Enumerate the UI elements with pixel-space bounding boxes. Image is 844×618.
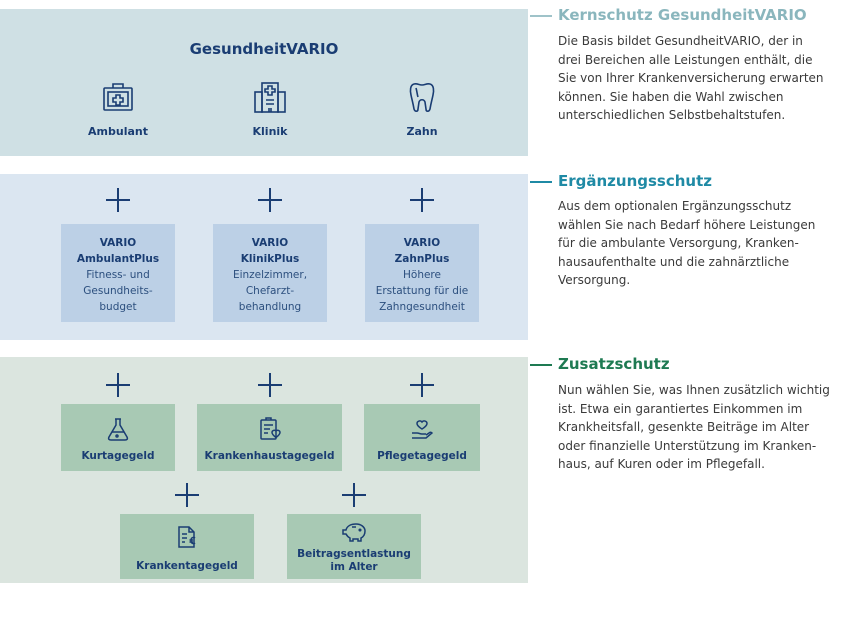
tooth-icon	[409, 82, 435, 113]
document-euro-icon	[178, 526, 196, 548]
description-line: Aus dem optionalen Ergänzungsschutz	[558, 199, 792, 213]
plus-icon	[106, 373, 130, 397]
card-pflegetagegeld: Pflegetagegeld	[364, 404, 480, 471]
description-line: für die ambulante Versorgung, Kranken-	[558, 236, 799, 250]
description-line: oder finanzielle Unterstützung im Kranke…	[558, 438, 817, 453]
description-line: Die Basis bildet GesundheitVARIO, der in	[558, 34, 803, 48]
card-label: im Alter	[330, 561, 378, 573]
card-beitragsentlastung: Beitragsentlastung im Alter	[287, 514, 421, 579]
description-line: Versorgung.	[558, 273, 631, 287]
kernschutz-title: Kernschutz GesundheitVARIO	[558, 6, 807, 24]
card-label: Kurtagegeld	[81, 450, 155, 462]
plus-icon	[342, 483, 366, 507]
card-desc: budget	[99, 301, 137, 313]
description-line: Sie von Ihrer Krankenversicherung erwart…	[558, 71, 824, 85]
plus-icon	[410, 373, 434, 397]
card-vario-ambulantplus: VARIO AmbulantPlus Fitness- und Gesundhe…	[61, 224, 175, 322]
plus-icon	[258, 188, 282, 212]
flask-icon	[107, 418, 129, 441]
hand-heart-icon	[412, 420, 434, 439]
card-desc: Gesundheits-	[83, 285, 153, 297]
kernschutz-box-title: GesundheitVARIO	[189, 40, 339, 58]
ergaenzungsschutz-connector	[530, 181, 552, 183]
description-line: wählen Sie nach Bedarf höhere Leistungen	[558, 217, 816, 232]
zusatzschutz-description: Nun wählen Sie, was Ihnen zusätzlich wic…	[558, 381, 844, 474]
description-line: drei Bereichen alle Leistungen enthält, …	[558, 52, 813, 67]
medical-kit-icon	[103, 83, 133, 111]
kernschutz-connector	[530, 15, 552, 17]
card-kurtagegeld: Kurtagegeld	[61, 404, 175, 471]
card-krankentagegeld: Krankentagegeld	[120, 514, 254, 579]
card-line: VARIO	[251, 237, 289, 249]
card-desc: Zahngesundheit	[379, 301, 465, 313]
plus-icon	[106, 188, 130, 212]
card-line: VARIO	[403, 237, 441, 249]
card-krankenhaustagegeld: Krankenhaustagegeld	[197, 404, 342, 471]
card-label: Krankentagegeld	[136, 560, 238, 572]
description-line: unterschiedlichen Selbstbehaltstufen.	[558, 108, 786, 122]
hospital-icon	[254, 82, 286, 113]
card-desc: Höhere	[403, 269, 441, 281]
card-line: KlinikPlus	[240, 253, 300, 265]
card-line: VARIO	[99, 237, 137, 249]
plus-icon	[410, 188, 434, 212]
plus-icon	[258, 373, 282, 397]
description-line: Nun wählen Sie, was Ihnen zusätzlich wic…	[558, 383, 830, 397]
ergaenzungsschutz-description: Aus dem optionalen Ergänzungsschutz wähl…	[558, 197, 844, 290]
piggy-bank-icon	[342, 523, 366, 542]
kernschutz-description: Die Basis bildet GesundheitVARIO, der in…	[558, 32, 844, 125]
pillar-label: Klinik	[252, 125, 288, 138]
pillar-klinik: Klinik	[215, 80, 325, 138]
card-desc: Chefarzt-	[245, 285, 295, 297]
card-desc: Erstattung für die	[375, 285, 469, 297]
card-label: Pflegetagegeld	[377, 450, 467, 462]
description-line: ist. Etwa ein garantiertes Einkommen im	[558, 401, 803, 416]
pillar-label: Ambulant	[88, 125, 148, 138]
clipboard-heart-icon	[259, 417, 281, 440]
description-line: haus, auf Kuren oder im Pflegefall.	[558, 457, 765, 471]
zusatzschutz-connector	[530, 364, 552, 366]
card-line: AmbulantPlus	[76, 253, 160, 265]
pillar-ambulant: Ambulant	[63, 80, 173, 138]
zusatzschutz-title: Zusatzschutz	[558, 355, 670, 373]
card-vario-zahnplus: VARIO ZahnPlus Höhere Erstattung für die…	[365, 224, 479, 322]
description-line: Krankheitsfall, gesenkte Beiträge im Alt…	[558, 420, 810, 434]
description-line: können. Sie haben die Wahl zwischen	[558, 89, 784, 104]
card-vario-klinikplus: VARIO KlinikPlus Einzelzimmer, Chefarzt-…	[213, 224, 327, 322]
pillar-label: Zahn	[406, 125, 438, 138]
card-desc: behandlung	[238, 301, 302, 313]
ergaenzungsschutz-title: Ergänzungsschutz	[558, 172, 713, 190]
plus-icon	[175, 483, 199, 507]
card-desc: Fitness- und	[86, 269, 150, 281]
card-label: Beitragsentlastung	[297, 548, 411, 560]
description-line: hausaufenthalte und die zahnärztliche	[558, 254, 790, 269]
card-desc: Einzelzimmer,	[232, 269, 308, 281]
card-label: Krankenhaustagegeld	[204, 450, 335, 462]
card-line: ZahnPlus	[394, 253, 450, 265]
pillar-zahn: Zahn	[367, 80, 477, 138]
